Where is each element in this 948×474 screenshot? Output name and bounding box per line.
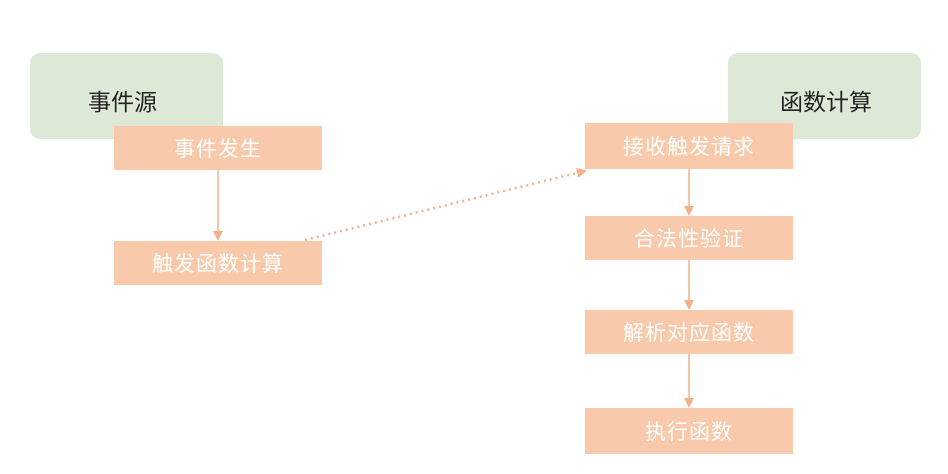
step-receive-trigger-request: 接收触发请求: [585, 123, 793, 169]
step-trigger-function-compute: 触发函数计算: [114, 241, 322, 285]
lane-event-source: 事件源: [30, 53, 223, 139]
lane-function-compute-title: 函数计算: [780, 90, 872, 116]
lane-event-source-title: 事件源: [88, 90, 157, 116]
step-resolve-function: 解析对应函数: [585, 310, 793, 354]
arrow-trigger-to-receive: [304, 168, 587, 242]
step-execute-function: 执行函数: [585, 408, 793, 454]
step-validity-check: 合法性验证: [585, 216, 793, 260]
step-event-occurs: 事件发生: [114, 126, 322, 170]
